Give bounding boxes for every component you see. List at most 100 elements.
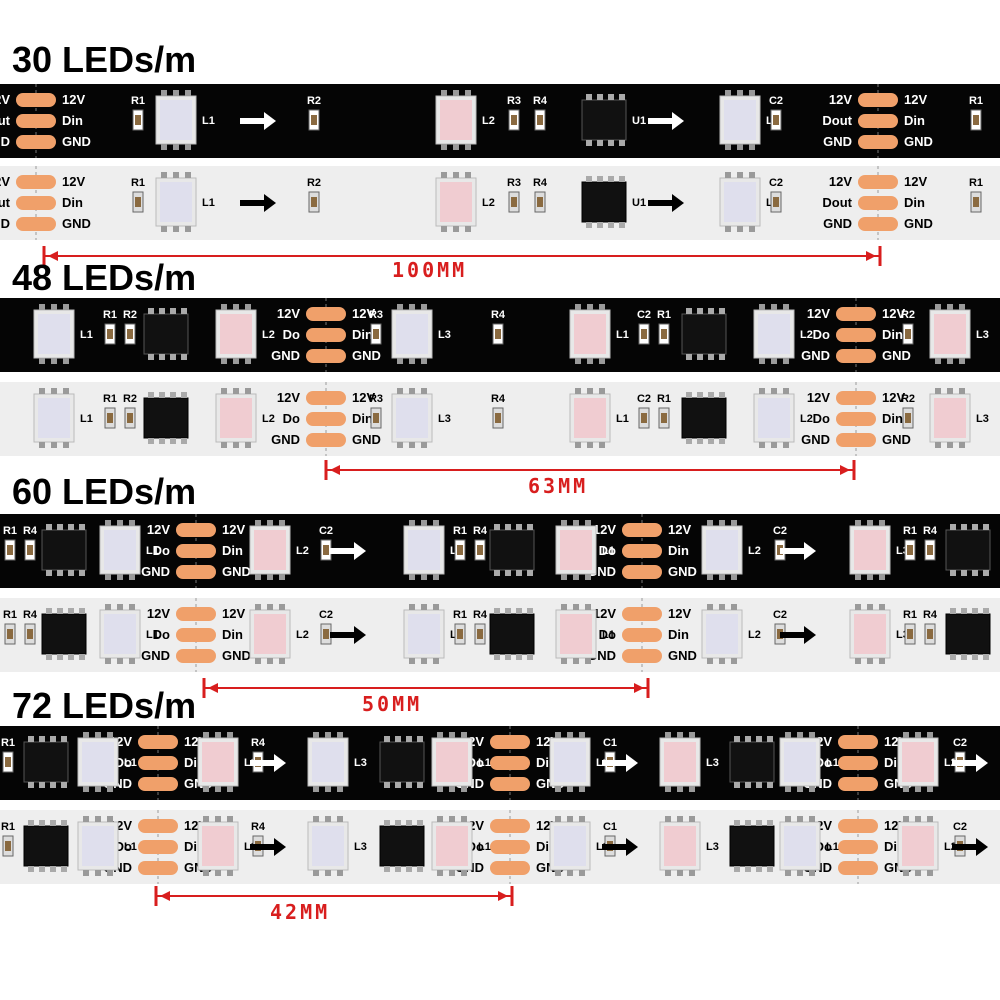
led-pin [161, 90, 167, 96]
ic-body [143, 397, 189, 439]
component-label: R4 [23, 525, 38, 537]
led-pin [867, 574, 873, 580]
led-pin [325, 786, 331, 792]
led-lens [664, 826, 696, 866]
pad-label: 12V [352, 390, 375, 405]
strip-30-white: 12VDoutGND12VDinGND12VDoutGND12VDinGNDL1… [0, 166, 1000, 240]
ic-pin [586, 222, 592, 228]
led-pin [599, 304, 605, 310]
arrow-shaft [330, 632, 354, 638]
led-chip: L2 [701, 604, 761, 664]
led-pin [173, 226, 179, 232]
led-lens [82, 826, 114, 866]
resistor-core [661, 413, 667, 423]
arrow-head [354, 542, 366, 560]
led-pin [749, 172, 755, 178]
pad-label: 12V [882, 390, 905, 405]
led-pin [719, 574, 725, 580]
led-lens [574, 398, 606, 438]
ic-chip [379, 736, 425, 788]
led-pin [561, 658, 567, 664]
pad-label: Do [813, 411, 830, 426]
ic-pin [494, 608, 500, 614]
led-lens [902, 826, 934, 866]
pad-label: Dout [0, 113, 11, 128]
ic-pin [170, 308, 176, 314]
led-pin [453, 144, 459, 150]
led-chip: L1 [555, 604, 615, 664]
strip-drawing: 12VDoGND12VDinGND12VDoGND12VDinGNDL1L2L3… [3, 514, 991, 588]
led-pin [51, 388, 57, 394]
ic-body [489, 613, 535, 655]
led-pin [267, 574, 273, 580]
ic-pin [608, 140, 614, 146]
component-label: R4 [491, 393, 506, 405]
led-lens [554, 742, 586, 782]
direction-arrow-icon [240, 194, 276, 212]
strip-drawing: 12VDoutGND12VDinGND12VDoutGND12VDinGNDL1… [0, 166, 983, 240]
copper-pad [836, 391, 876, 405]
arrow-head [354, 626, 366, 644]
led-lens [854, 530, 886, 570]
led-pin [567, 786, 573, 792]
smd-resistor: R1 [103, 393, 117, 429]
pad-label: Din [668, 627, 689, 642]
component-label: L3 [706, 841, 719, 853]
led-lens [312, 742, 344, 782]
ic-pin [961, 608, 967, 614]
ic-pin [505, 608, 511, 614]
led-pin [689, 732, 695, 738]
ic-chip [379, 820, 425, 872]
ic-body [489, 529, 535, 571]
ic-body [729, 741, 775, 783]
resistor-core [907, 545, 913, 555]
smd-resistor: C2 [773, 609, 787, 645]
copper-pad [176, 628, 216, 642]
ic-pin [961, 524, 967, 530]
led-pin [809, 732, 815, 738]
led-pin [449, 870, 455, 876]
led-pin [63, 304, 69, 310]
copper-pad [836, 412, 876, 426]
led-chip: L1 [33, 304, 93, 364]
led-pin [107, 816, 113, 822]
pad-label: GND [62, 134, 91, 149]
component-label: C2 [773, 609, 787, 621]
resistor-core [373, 329, 379, 339]
ic-pin [68, 608, 74, 614]
smd-resistor: R1 [903, 609, 917, 645]
led-pin [465, 226, 471, 232]
resistor-core [905, 413, 911, 423]
pad-label: Do [283, 411, 300, 426]
component-label: U1 [632, 115, 646, 127]
ic-pin [384, 736, 390, 742]
copper-pad [490, 735, 530, 749]
ic-pin [950, 524, 956, 530]
ic-pin [608, 222, 614, 228]
led-chip: L2 [897, 732, 957, 792]
led-pin [441, 226, 447, 232]
section-title-48: 48 LEDs/m [12, 257, 197, 298]
ic-pin [686, 392, 692, 398]
copper-pad [836, 328, 876, 342]
copper-pad [138, 819, 178, 833]
led-lens [758, 398, 790, 438]
ic-pin [983, 654, 989, 660]
ic-pin [745, 736, 751, 742]
led-chip: L2 [215, 388, 275, 448]
component-label: L3 [354, 757, 367, 769]
led-pin [215, 732, 221, 738]
component-label: L1 [202, 115, 215, 127]
ic-pin [972, 570, 978, 576]
led-pin [63, 442, 69, 448]
led-pin [561, 520, 567, 526]
arrow-shaft [250, 844, 274, 850]
led-pin [725, 90, 731, 96]
direction-arrow-icon [602, 754, 638, 772]
pad-label: Din [904, 113, 925, 128]
led-pin [63, 358, 69, 364]
direction-arrow-icon [240, 112, 276, 130]
